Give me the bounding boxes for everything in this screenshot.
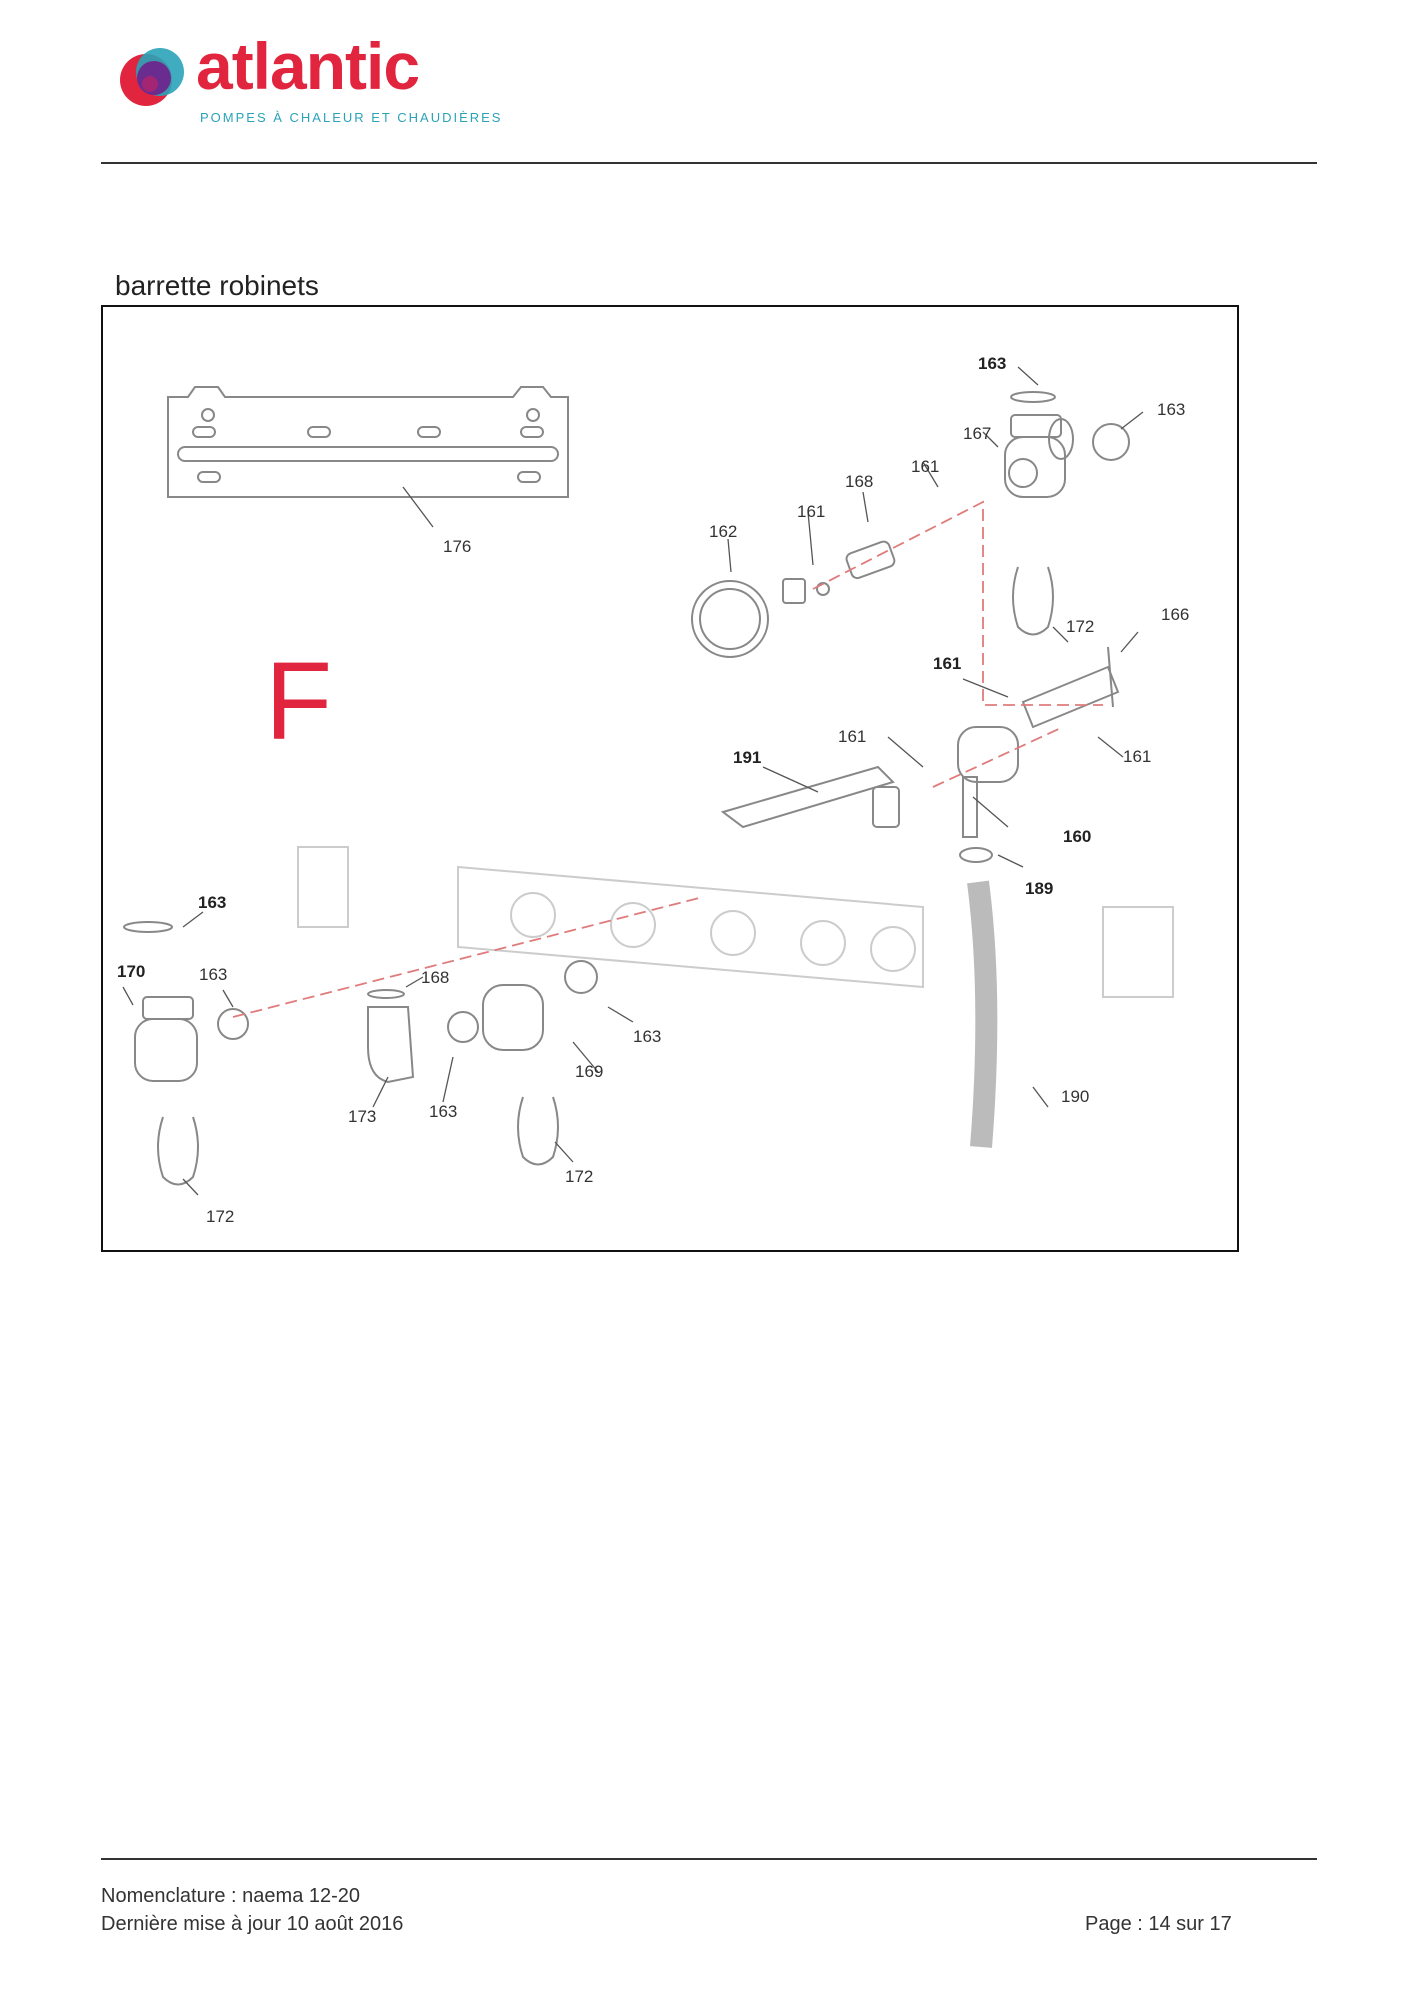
part-label: 168 <box>421 968 449 987</box>
part-label: 163 <box>199 965 227 984</box>
part-label: 163 <box>429 1102 457 1121</box>
mounting-rail-part <box>167 386 569 498</box>
exploded-parts-diagram: 176 163 163 167 161 168 161 162 172 166 … <box>101 305 1239 1252</box>
parts-drawing: 176 163 163 167 161 168 161 162 172 166 … <box>117 354 1189 1226</box>
part-label: 169 <box>575 1062 603 1081</box>
footer-last-update: Dernière mise à jour 10 août 2016 <box>101 1913 404 1935</box>
atlantic-logo: atlantic POMPES À CHALEUR ET CHAUDIÈRES <box>112 29 500 133</box>
footer-nomenclature: Nomenclature : naema 12-20 <box>101 1885 361 1907</box>
part-label: 176 <box>443 537 471 556</box>
logo-mark-icon <box>120 48 184 106</box>
part-label: 162 <box>709 522 737 541</box>
part-label: 172 <box>1066 617 1094 636</box>
part-label: 160 <box>1063 827 1091 846</box>
part-label: 163 <box>633 1027 661 1046</box>
part-label: 161 <box>1123 747 1151 766</box>
section-letter: F <box>265 640 333 763</box>
part-label: 163 <box>198 893 226 912</box>
part-label: 161 <box>911 457 939 476</box>
part-label: 167 <box>963 424 991 443</box>
part-label: 161 <box>797 502 825 521</box>
part-label: 161 <box>933 654 961 673</box>
footer-page-number: Page : 14 sur 17 <box>1085 1913 1232 1935</box>
part-label: 173 <box>348 1107 376 1126</box>
part-label: 172 <box>206 1207 234 1226</box>
part-label: 168 <box>845 472 873 491</box>
section-title: barrette robinets <box>115 270 319 301</box>
part-label: 170 <box>117 962 145 981</box>
part-label: 163 <box>978 354 1006 373</box>
header-divider <box>101 162 1317 164</box>
part-label: 166 <box>1161 605 1189 624</box>
part-label: 163 <box>1157 400 1185 419</box>
part-label: 161 <box>838 727 866 746</box>
part-label: 191 <box>733 748 761 767</box>
footer-divider <box>101 1858 1317 1860</box>
part-label: 172 <box>565 1167 593 1186</box>
part-label: 189 <box>1025 879 1053 898</box>
part-label: 190 <box>1061 1087 1089 1106</box>
logo-tagline: POMPES À CHALEUR ET CHAUDIÈRES <box>200 110 503 125</box>
logo-wordmark: atlantic <box>196 29 420 103</box>
